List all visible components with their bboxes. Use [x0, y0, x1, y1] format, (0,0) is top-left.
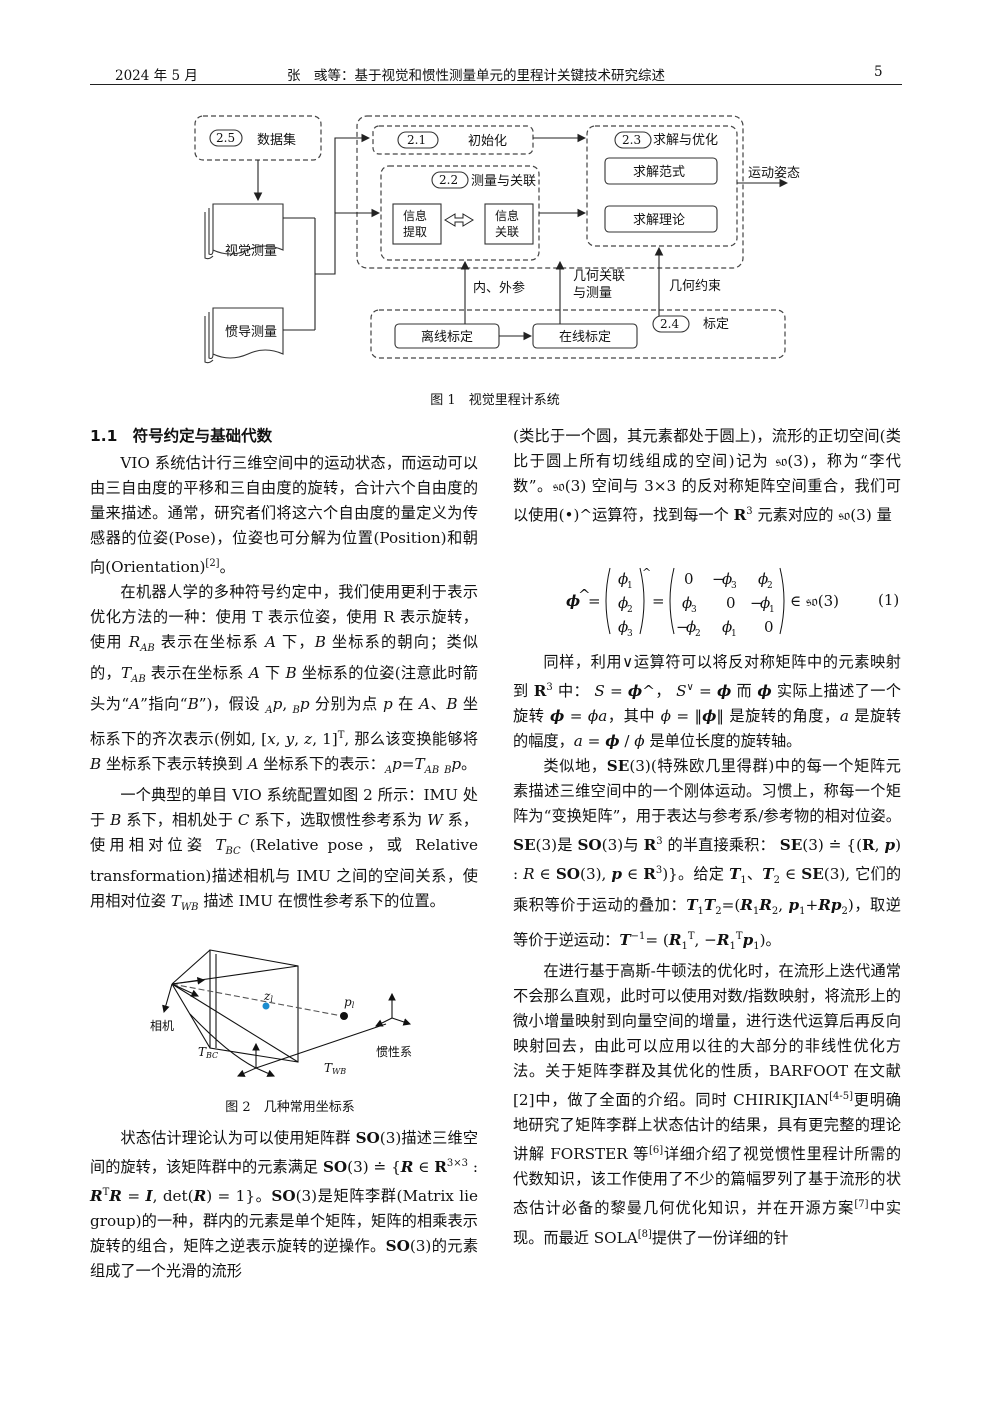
- paragraph-so3: 状态估计理论认为可以使用矩阵群 SO(3)描述三维空间的旋转，该矩阵群中的元素满…: [90, 1129, 479, 1281]
- fig1-label-2-5: 2.5: [216, 131, 235, 145]
- svg-text:0: 0: [684, 570, 694, 588]
- label-inertial: 惯性系: [376, 1044, 412, 1059]
- fig1-info-extract-1: 信息: [403, 208, 427, 223]
- fig1-info-assoc-1: 信息: [495, 208, 519, 223]
- label-camera: 相机: [150, 1019, 174, 1033]
- fig1-extrinsic: 内、外参: [473, 280, 525, 296]
- svg-text:3: 3: [691, 605, 697, 615]
- fig1-paradigm: 求解范式: [633, 165, 685, 180]
- fig1-geo-assoc-2: 与测量: [573, 286, 612, 301]
- fig1-calib: 标定: [703, 317, 729, 332]
- fig1-measure: 测量与关联: [471, 174, 536, 189]
- svg-text:1: 1: [627, 581, 633, 591]
- paragraph-mono-vio: 一个典型的单目 VIO 系统配置如图 2 所示：IMU 处于 B 系下，相机处于…: [90, 786, 479, 914]
- svg-text:3: 3: [627, 629, 633, 639]
- equation-1-number: (1): [878, 591, 900, 609]
- svg-text:−: −: [676, 618, 689, 636]
- paragraph-so3-algebra: (类比于一个圆，其元素都处于圆上)，流形的正切空间(类比于圆上所有切线组成的空间…: [513, 427, 901, 525]
- svg-text:∈ 𝔰𝔬(3): ∈ 𝔰𝔬(3): [790, 592, 839, 610]
- fig1-offline: 离线标定: [421, 329, 473, 345]
- figure-1-caption: 图 1 视觉里程计系统: [430, 393, 560, 408]
- figure-2-caption: 图 2 几种常用坐标系: [225, 1100, 355, 1115]
- label-tbc: TBC: [198, 1045, 218, 1060]
- svg-text:2: 2: [767, 581, 773, 591]
- svg-text:ϕ: ϕ: [686, 618, 696, 636]
- label-twb: TWB: [324, 1061, 346, 1076]
- fig1-solve: 求解与优化: [653, 133, 718, 148]
- paragraph-notation: 在机器人学的多种符号约定中，我们使用更利于表示优化方法的一种：使用 T 表示位姿…: [90, 583, 479, 777]
- svg-text:ϕ: ϕ: [758, 570, 768, 588]
- paragraph-optimization: 在进行基于高斯-牛顿法的优化时，在流形上迭代通常不会那么直观，此时可以使用对数/…: [513, 962, 902, 1247]
- fig1-label-2-2: 2.2: [439, 173, 458, 187]
- fig1-geo-assoc-1: 几何关联: [573, 268, 625, 284]
- svg-text:−: −: [750, 594, 763, 612]
- fig1-label-2-4: 2.4: [660, 317, 679, 331]
- fig1-info-extract-2: 提取: [403, 224, 427, 239]
- paragraph-se3: 类似地，SE(3)(特殊欧几里得群)中的每一个矩阵元素描述三维空间中的一个刚体运…: [513, 757, 902, 953]
- fig1-label-2-3: 2.3: [622, 133, 641, 147]
- header-date: 2024 年 5 月: [115, 68, 198, 84]
- label-pl: pl: [344, 995, 355, 1010]
- svg-text:ϕ: ϕ: [618, 594, 628, 612]
- point-pl: [340, 1012, 348, 1020]
- svg-text:−: −: [712, 570, 725, 588]
- fig1-motion: 运动姿态: [748, 165, 800, 181]
- svg-text:ϕ: ϕ: [760, 594, 770, 612]
- fig1-visual: 视觉测量: [225, 244, 277, 259]
- figure-1-diagram: 2.5 数据集 2.1 初始化 2.2 测量与关联 信息 提取 信息 关联 2.…: [194, 115, 800, 364]
- fig1-geo-constraint: 几何约束: [669, 278, 721, 294]
- section-heading: 1.1 符号约定与基础代数: [90, 427, 273, 445]
- point-zl: [262, 1002, 270, 1010]
- paragraph-vee: 同样，利用∨运算符可以将反对称矩阵中的元素映射到 R3 中： S = ϕ^， S…: [513, 653, 902, 751]
- svg-text:ϕ: ϕ: [618, 618, 628, 636]
- fig1-theory: 求解理论: [633, 213, 685, 228]
- figure-2-diagram: zl pl 相机 TBC TWB 惯性系: [150, 949, 412, 1077]
- svg-text:0: 0: [726, 594, 736, 612]
- header-rule: [90, 84, 902, 85]
- svg-text:ϕ: ϕ: [722, 618, 732, 636]
- svg-text:ϕ: ϕ: [682, 594, 692, 612]
- svg-text:2: 2: [627, 605, 633, 615]
- svg-text:^: ^: [578, 586, 591, 604]
- svg-text:ϕ: ϕ: [566, 592, 580, 610]
- svg-text:=: =: [652, 592, 665, 610]
- svg-text:3: 3: [731, 581, 737, 591]
- fig1-online: 在线标定: [559, 330, 611, 345]
- label-zl: zl: [263, 989, 273, 1004]
- svg-text:=: =: [588, 592, 601, 610]
- paragraph-vio-intro: VIO 系统估计行三维空间中的运动状态，而运动可以由三自由度的平移和三自由度的旋…: [90, 454, 478, 577]
- svg-text:ϕ: ϕ: [618, 570, 628, 588]
- fig1-inertial: 惯导测量: [225, 324, 277, 340]
- svg-text:ϕ: ϕ: [722, 570, 732, 588]
- svg-text:2: 2: [695, 629, 701, 639]
- fig1-info-assoc-2: 关联: [495, 225, 519, 239]
- header-page-number: 5: [874, 64, 883, 80]
- svg-text:0: 0: [764, 618, 774, 636]
- fig1-dataset: 数据集: [257, 132, 296, 148]
- svg-text:1: 1: [731, 629, 737, 639]
- header-title: 张 彧等：基于视觉和惯性测量单元的里程计关键技术研究综述: [287, 68, 665, 84]
- svg-text:^: ^: [642, 566, 651, 579]
- svg-text:1: 1: [769, 605, 775, 615]
- fig1-init: 初始化: [468, 134, 507, 149]
- fig1-label-2-1: 2.1: [407, 133, 426, 147]
